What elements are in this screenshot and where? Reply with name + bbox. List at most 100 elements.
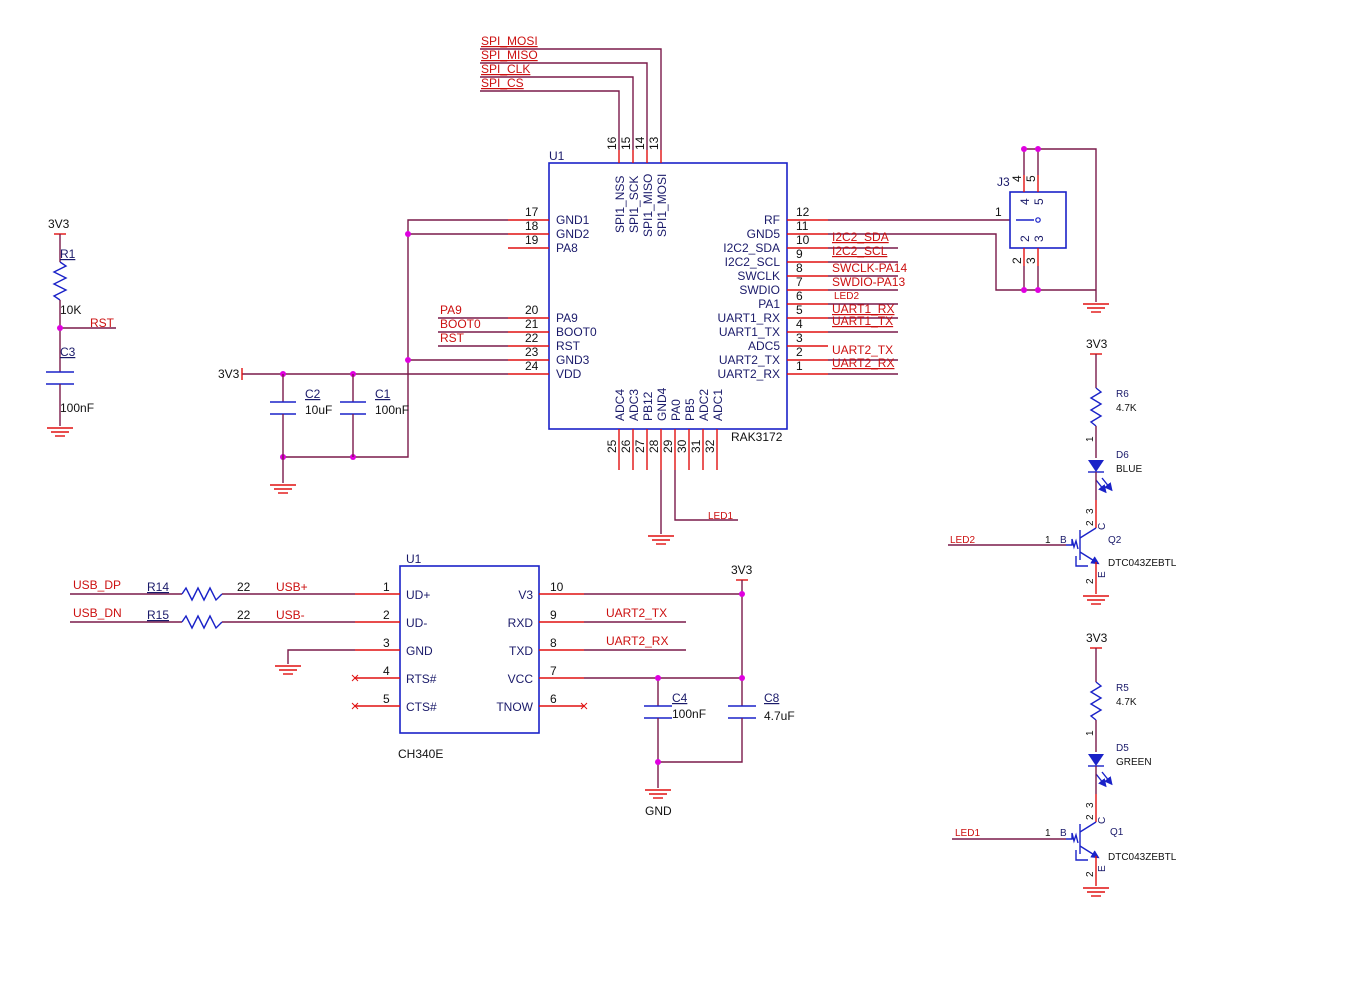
- ch-pin-name-tnow: TNOW: [496, 700, 533, 714]
- pin-name-spi1-nss: SPI1_NSS: [613, 176, 627, 233]
- r1-ref: R1: [60, 247, 76, 261]
- j3-inner-2: 2: [1018, 235, 1032, 242]
- pin-name-adc3: ADC3: [627, 389, 641, 421]
- pin-name-gnd3: GND3: [556, 353, 590, 367]
- pin-name-spi1-sck: SPI1_SCK: [627, 176, 641, 233]
- pin-name-rst: RST: [556, 339, 581, 353]
- rak3172-body: [548, 162, 788, 430]
- rak-bottom-nets: LED1: [648, 470, 738, 545]
- pin-name-swclk: SWCLK: [737, 269, 780, 283]
- pin-name-pb12: PB12: [641, 391, 655, 421]
- ch340e-ref: U1: [406, 552, 422, 566]
- pin-name-pa9: PA9: [556, 311, 578, 325]
- r5-value: 4.7K: [1116, 697, 1137, 708]
- ch-pin-name-v3: V3: [518, 588, 533, 602]
- net-i2c2-sda: I2C2_SDA: [832, 230, 889, 244]
- pin-name-swdio: SWDIO: [739, 283, 780, 297]
- q1-ref: Q1: [1110, 827, 1124, 838]
- pin-num-12: 12: [796, 205, 810, 219]
- ch-pin-num-6: 6: [550, 692, 557, 706]
- pin-name-i2c2-scl: I2C2_SCL: [725, 255, 781, 269]
- c8-value: 4.7uF: [764, 709, 795, 723]
- usb-nets: USB_DP USB_DN R14 R15 22 22 USB+ USB-: [70, 578, 355, 675]
- ch340e-part: CH340E: [398, 747, 443, 761]
- c3-ref: C3: [60, 345, 76, 359]
- r6-ref: R6: [1116, 389, 1129, 400]
- rak-right-nets: I2C2_SDA I2C2_SCL SWCLK-PA14 SWDIO-PA13 …: [828, 219, 1096, 375]
- ch-pin-num-7: 7: [550, 664, 557, 678]
- connector-j3: J3 1 4 5 2 3 4 5 2 3: [995, 146, 1109, 313]
- pin-num-7: 7: [796, 275, 803, 289]
- r5-pin: 1: [1085, 730, 1096, 736]
- d5-color: GREEN: [1116, 757, 1152, 768]
- q1-pin-2e: 2: [1085, 871, 1096, 877]
- pin-num-26: 26: [619, 439, 633, 453]
- pin-name-uart1-rx: UART1_RX: [718, 311, 780, 325]
- c4-ref: C4: [672, 691, 688, 705]
- blue-3v3-label: 3V3: [1086, 337, 1108, 351]
- c4-value: 100nF: [672, 707, 706, 721]
- rak-left-pins: 17 18 19 20 21 22 23 24 GND1 GND2 PA8 PA…: [508, 205, 597, 381]
- cap-c2: C2 10uF: [270, 374, 332, 483]
- net-boot0: BOOT0: [440, 317, 481, 331]
- pin-name-vdd: VDD: [556, 367, 582, 381]
- led-driver-blue: 3V3 R6 4.7K 1 D6 BLUE 3 2 LED2 1 B C E Q…: [948, 337, 1177, 605]
- rak3172-module: U1 RAK3172 16 15 14 13 SPI1_NSS SPI1_SCK…: [508, 136, 828, 470]
- d6-ref: D6: [1116, 450, 1129, 461]
- pin-name-rf: RF: [764, 213, 780, 227]
- net-uart2-rx: UART2_RX: [832, 356, 894, 370]
- q1-pin-b: B: [1060, 828, 1067, 839]
- rak-bottom-pins: 25 26 27 28 29 30 31 32 ADC4 ADC3 PB12 G…: [605, 387, 725, 470]
- pin-num-28: 28: [647, 439, 661, 453]
- q1-pin-3: 3: [1085, 802, 1096, 808]
- r15-ref: R15: [147, 608, 169, 622]
- net-spi-mosi: SPI_MOSI: [481, 34, 538, 48]
- net-ch-uart2-rx: UART2_RX: [606, 634, 668, 648]
- ch-pin-num-4: 4: [383, 664, 390, 678]
- pin-num-3: 3: [796, 331, 803, 345]
- pin-num-17: 17: [525, 205, 539, 219]
- green-3v3-label: 3V3: [1086, 631, 1108, 645]
- ch-pin-num-9: 9: [550, 608, 557, 622]
- pin-name-spi1-mosi: SPI1_MOSI: [655, 174, 669, 237]
- net-led2: LED2: [834, 291, 859, 302]
- pin-num-30: 30: [675, 439, 689, 453]
- ch-pin-num-3: 3: [383, 636, 390, 650]
- pin-num-2: 2: [796, 345, 803, 359]
- reset-circuit: 3V3 R1 10K RST C3 100nF: [46, 217, 116, 437]
- pin-num-32: 32: [703, 439, 717, 453]
- ch-pin-name-udp: UD+: [406, 588, 430, 602]
- pin-name-adc1: ADC1: [711, 389, 725, 421]
- ch-pin-num-10: 10: [550, 580, 564, 594]
- ch-3v3-label: 3V3: [731, 563, 753, 577]
- pin-num-14: 14: [633, 136, 647, 150]
- d5-ref: D5: [1116, 743, 1129, 754]
- pin-num-8: 8: [796, 261, 803, 275]
- j3-inner-4: 4: [1018, 198, 1032, 205]
- net-rst-left: RST: [440, 331, 465, 345]
- pin-name-spi1-miso: SPI1_MISO: [641, 174, 655, 237]
- pin-name-uart2-rx: UART2_RX: [718, 367, 780, 381]
- c2-value: 10uF: [305, 403, 332, 417]
- gnd-symbol-c2: [270, 484, 296, 494]
- pin-num-9: 9: [796, 247, 803, 261]
- pin-name-adc4: ADC4: [613, 389, 627, 421]
- ch-pin-name-cts: CTS#: [406, 700, 437, 714]
- pin-num-29: 29: [661, 439, 675, 453]
- d6-color: BLUE: [1116, 464, 1142, 475]
- pin-num-10: 10: [796, 233, 810, 247]
- c1-value: 100nF: [375, 403, 409, 417]
- net-usb-dp: USB_DP: [73, 578, 121, 592]
- pin-name-adc5: ADC5: [748, 339, 780, 353]
- q2-pin-e: E: [1097, 571, 1108, 578]
- pin-name-gnd1: GND1: [556, 213, 590, 227]
- pin-num-4: 4: [796, 317, 803, 331]
- j3-pin-3: 3: [1024, 257, 1038, 264]
- net-ch-uart2-tx: UART2_TX: [606, 606, 667, 620]
- r6-value: 4.7K: [1116, 403, 1137, 414]
- c1-ref: C1: [375, 387, 391, 401]
- j3-pin-1: 1: [995, 205, 1002, 219]
- rak-left-nets: PA9 BOOT0 RST 3V3: [218, 219, 508, 460]
- rak-right-pins: 12 11 10 9 8 7 6 5 4 3 2 1 RF GND5 I2C2_…: [718, 205, 828, 381]
- j3-inner-3: 3: [1032, 235, 1046, 242]
